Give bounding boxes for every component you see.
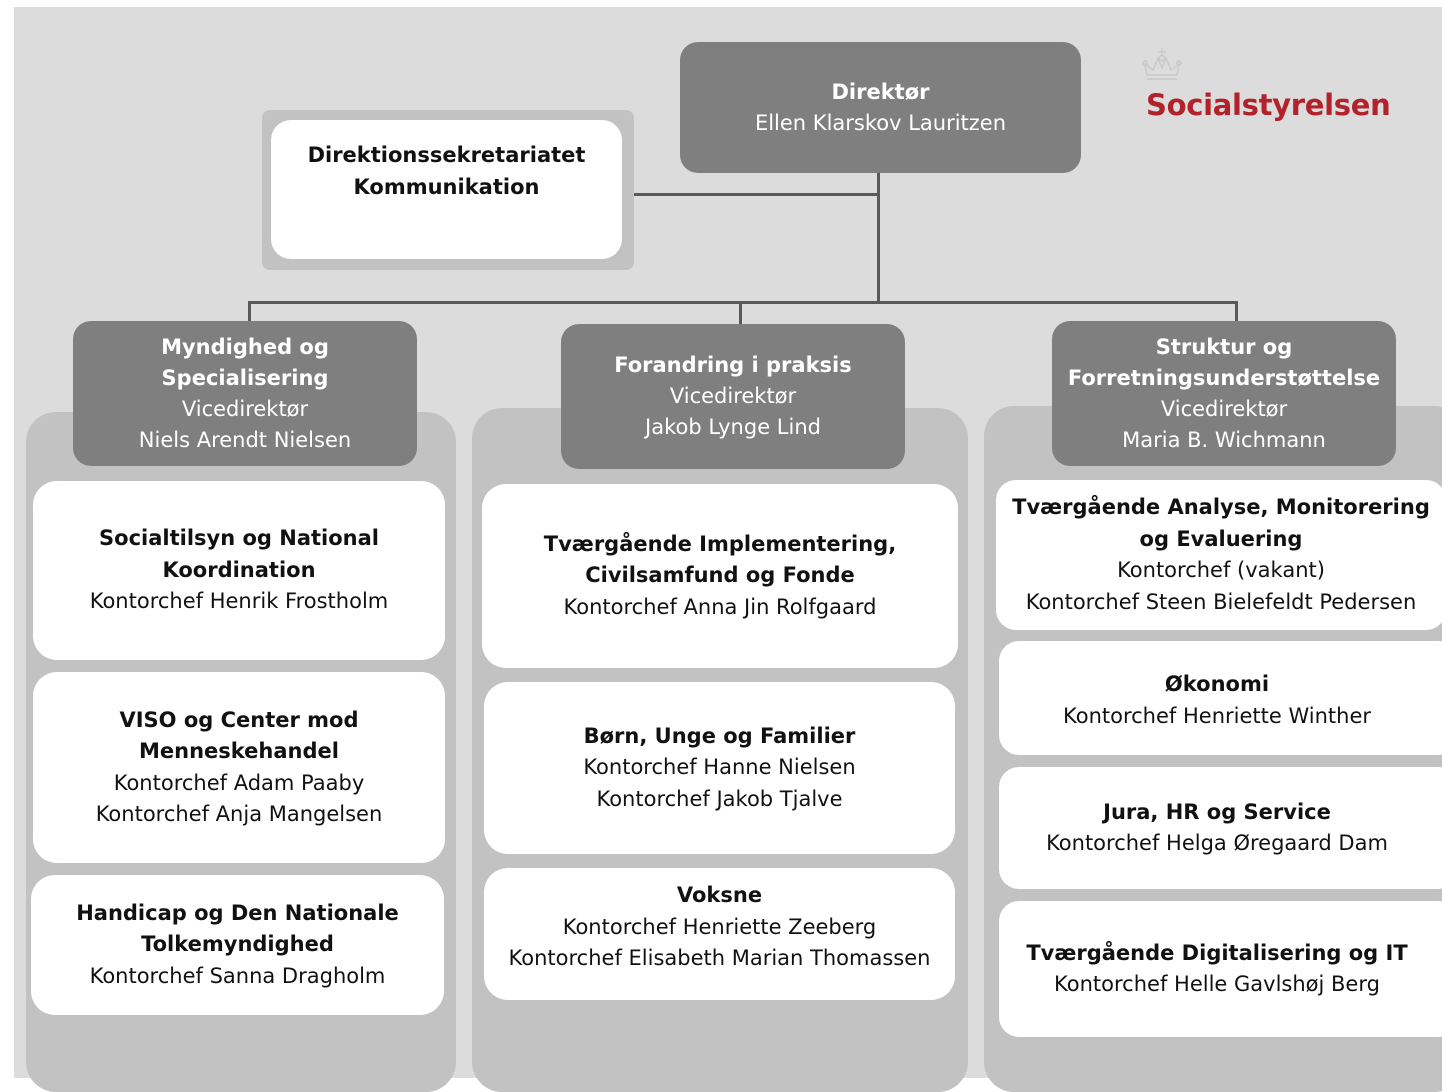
director-name: Ellen Klarskov Lauritzen (754, 110, 1007, 135)
office-box-viso: VISO og Center mod Menneskehandel Kontor… (33, 672, 445, 863)
division-title-line: Myndighed og (161, 334, 329, 359)
office-box-handicap: Handicap og Den Nationale Tolkemyndighed… (31, 875, 444, 1015)
division-title-line: Struktur og (1155, 334, 1293, 359)
director-box: Direktør Ellen Klarskov Lauritzen (680, 42, 1081, 173)
office-box-voksne: Voksne Kontorchef Henriette Zeeberg Kont… (484, 868, 955, 1000)
connector-director-down (877, 172, 880, 303)
office-title-line: og Evaluering (1139, 526, 1303, 551)
office-chief: Kontorchef Jakob Tjalve (596, 786, 843, 811)
division-title-line: Specialisering (161, 365, 329, 390)
office-chief: Kontorchef Sanna Dragholm (89, 963, 386, 988)
secretariat-line1: Direktionssekretariatet (307, 143, 586, 167)
office-box-boern: Børn, Unge og Familier Kontorchef Hanne … (484, 682, 955, 854)
office-title-line: Civilsamfund og Fonde (585, 563, 855, 588)
office-box-socialtilsyn: Socialtilsyn og National Koordination Ko… (33, 481, 445, 660)
division-header-myndighed: Myndighed og Specialisering Vicedirektør… (73, 321, 417, 466)
office-chief: Kontorchef Helga Øregaard Dam (1046, 831, 1388, 855)
office-chief: Kontorchef Henriette Zeeberg (562, 914, 877, 939)
office-chief: Kontorchef Steen Bielefeldt Pedersen (1025, 589, 1417, 614)
connector-middle-drop (739, 301, 742, 327)
office-chief: Kontorchef Anna Jin Rolfgaard (563, 594, 877, 619)
division-title-line: Forretningsunderstøttelse (1067, 365, 1381, 390)
crown-icon (1138, 44, 1186, 84)
office-title-line: Voksne (676, 883, 763, 907)
division-head-name: Niels Arendt Nielsen (138, 427, 352, 452)
office-box-analyse: Tværgående Analyse, Monitorering og Eval… (996, 480, 1442, 630)
office-title-line: Tværgående Analyse, Monitorering (1012, 495, 1430, 519)
connector-left-drop (248, 301, 251, 325)
brand-logo-text: Socialstyrelsen (1146, 88, 1391, 122)
office-title-line: Tolkemyndighed (141, 932, 334, 957)
office-title-line: Menneskehandel (139, 739, 339, 763)
office-chief: Kontorchef Hanne Nielsen (583, 755, 856, 780)
office-box-implementering: Tværgående Implementering, Civilsamfund … (482, 484, 958, 668)
office-title-line: Jura, HR og Service (1103, 799, 1331, 824)
office-chief: Kontorchef Adam Paaby (113, 770, 365, 795)
office-box-jura: Jura, HR og Service Kontorchef Helga Øre… (999, 767, 1442, 889)
office-chief: Kontorchef Henriette Winther (1063, 703, 1371, 728)
division-role: Vicedirektør (1160, 396, 1288, 421)
office-title-line: VISO og Center mod (119, 707, 359, 732)
secretariat-box: Direktionssekretariatet Kommunikation (271, 120, 622, 259)
office-chief: Kontorchef Anja Mangelsen (95, 802, 383, 826)
office-title-line: Handicap og Den Nationale (76, 900, 399, 925)
office-chief: Kontorchef (vakant) (1117, 558, 1325, 582)
office-title-line: Tværgående Implementering, (543, 531, 897, 556)
division-role: Vicedirektør (669, 384, 797, 408)
connector-secretariat (633, 193, 879, 196)
division-title-line: Forandring i praksis (614, 353, 852, 377)
connector-right-drop (1235, 301, 1238, 325)
division-head-name: Maria B. Wichmann (1122, 427, 1326, 452)
division-header-struktur: Struktur og Forretningsunderstøttelse Vi… (1052, 321, 1396, 466)
office-title-line: Koordination (162, 557, 316, 582)
office-title-line: Socialtilsyn og National (99, 526, 379, 551)
connector-horizontal (248, 301, 1238, 304)
office-box-digitalisering: Tværgående Digitalisering og IT Kontorch… (999, 901, 1442, 1037)
office-box-oekonomi: Økonomi Kontorchef Henriette Winther (999, 641, 1442, 755)
secretariat-line2: Kommunikation (353, 174, 540, 199)
office-title-line: Børn, Unge og Familier (583, 723, 856, 748)
division-role: Vicedirektør (181, 396, 309, 421)
director-title: Direktør (831, 79, 930, 104)
office-title-line: Tværgående Digitalisering og IT (1026, 940, 1408, 965)
division-header-forandring: Forandring i praksis Vicedirektør Jakob … (561, 324, 905, 469)
office-title-line: Økonomi (1164, 672, 1270, 696)
division-head-name: Jakob Lynge Lind (645, 415, 821, 439)
office-chief: Kontorchef Elisabeth Marian Thomassen (508, 946, 931, 970)
office-chief: Kontorchef Henrik Frostholm (89, 589, 389, 614)
office-chief: Kontorchef Helle Gavlshøj Berg (1054, 972, 1380, 996)
